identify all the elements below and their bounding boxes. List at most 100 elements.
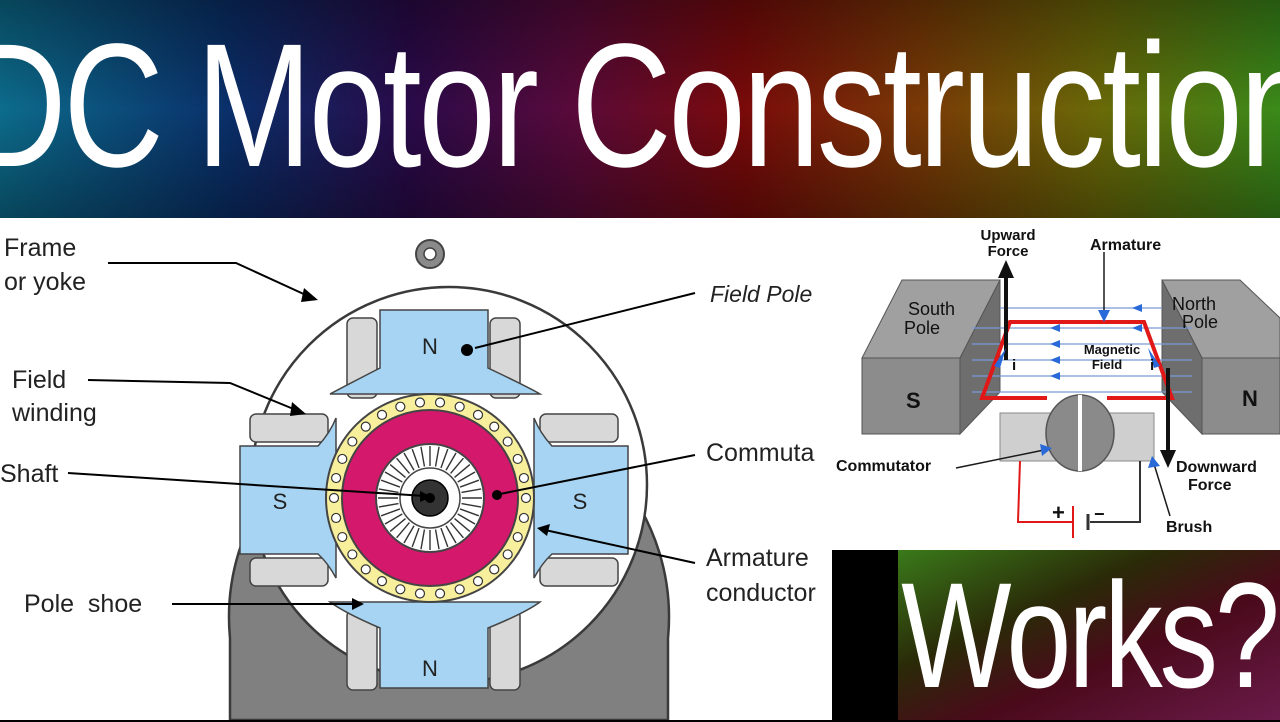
field-winding-label-2: winding — [11, 399, 97, 427]
field-pole-north-top — [329, 309, 543, 399]
armature-conductor — [414, 588, 426, 599]
commutator-segment — [396, 522, 410, 539]
commutator-segment — [440, 527, 449, 548]
armature-conductor — [328, 492, 340, 504]
commutator-segment — [380, 479, 401, 488]
current-arrow-right — [1148, 348, 1160, 368]
label-pointers — [955, 252, 1171, 517]
commutator-label: Commutator — [836, 458, 931, 475]
current-label-left: i — [1012, 357, 1016, 374]
field-winding-label-1: Field — [12, 366, 66, 394]
commutator-segment — [457, 471, 476, 483]
armature-conductor — [330, 512, 342, 524]
commutator-segment — [434, 529, 440, 550]
commutator-segment — [445, 525, 457, 544]
field-pole-south-right — [533, 413, 629, 587]
downward-force-label-1: Downward — [1176, 459, 1257, 476]
dc-motor-construction-diagram: N N S S Frame or yoke Field winding Shaf… — [0, 234, 816, 720]
armature-conductor — [376, 576, 388, 587]
armature-conductor — [502, 436, 513, 447]
pole-n-top-label: N — [422, 334, 438, 359]
armature-conductors — [328, 397, 532, 599]
commutator-segment — [459, 479, 480, 488]
armature-conductor — [360, 421, 371, 432]
commutator-segment — [403, 452, 415, 471]
pole-n-bottom-label: N — [422, 656, 438, 681]
commutator-segment — [384, 513, 403, 525]
armature-conductor — [330, 472, 342, 484]
shaft-label: Shaft — [0, 460, 58, 488]
armature-conductor — [347, 549, 358, 560]
armature-conductor — [520, 492, 532, 504]
page-title: DC Motor Construction — [0, 8, 1280, 204]
armature-conductor — [414, 397, 426, 408]
commutator-segment — [459, 508, 480, 517]
magnetic-field-label-2: Field — [1092, 357, 1122, 372]
current-label-right: i — [1150, 357, 1154, 374]
works-question: Works? — [901, 550, 1280, 719]
upward-force-label-2: Force — [988, 243, 1029, 260]
upward-force-label-1: Upward — [980, 227, 1035, 244]
dc-motor-working-diagram: Upward Force Armature South Pole North P… — [836, 227, 1280, 538]
frame-label-1: Frame — [4, 234, 76, 262]
commutator-segment — [411, 448, 420, 469]
armature-conductor-label-2: conductor — [706, 579, 816, 607]
armature-conductor — [337, 453, 348, 465]
external-circuit — [1016, 460, 1141, 523]
armature-conductor — [337, 531, 348, 543]
commutator-segment — [396, 457, 410, 474]
s-letter: S — [906, 388, 921, 413]
commutator-segment — [434, 446, 440, 467]
armature-conductor — [489, 421, 500, 432]
commutator-segment — [384, 471, 403, 483]
armature-conductor — [512, 453, 523, 465]
armature-conductor — [502, 549, 513, 560]
leader-lines — [67, 262, 696, 605]
north-pole-label-2: Pole — [1182, 312, 1218, 332]
commutator-segment — [411, 527, 420, 548]
pole-shoe-label: Pole shoe — [24, 590, 142, 618]
south-pole-label-2: Pole — [904, 318, 940, 338]
magnetic-field-label-1: Magnetic — [1084, 342, 1140, 357]
commutator-segment — [380, 508, 401, 517]
downward-force-label-2: Force — [1188, 477, 1232, 494]
commutator-segment — [378, 488, 399, 494]
armature-conductor — [518, 472, 530, 484]
commutator-segments — [378, 446, 482, 550]
south-pole-magnet — [861, 279, 1001, 436]
leader-arrowheads — [290, 288, 550, 610]
frame-label-2: or yoke — [4, 268, 86, 296]
n-letter: N — [1242, 386, 1258, 411]
armature-conductor — [347, 436, 358, 447]
commutator-segment — [440, 448, 449, 469]
commutator-segment — [457, 513, 476, 525]
current-arrow-left — [994, 348, 1006, 368]
armature-conductor — [360, 564, 371, 575]
commutator-segment — [389, 464, 406, 478]
commutator-segment — [454, 464, 471, 478]
armature-conductor — [376, 409, 388, 420]
armature-conductor — [434, 397, 446, 408]
field-pole-label: Field Pole — [710, 281, 812, 307]
armature-conductor — [518, 512, 530, 524]
commutator-segment — [378, 502, 399, 508]
armature-conductor — [472, 409, 484, 420]
commutator-segment — [454, 518, 471, 532]
battery-plus-label: + — [1052, 500, 1065, 525]
armature-conductor — [512, 531, 523, 543]
brush-label: Brush — [1166, 519, 1212, 536]
pole-s-left-label: S — [273, 489, 288, 514]
commutator-segment — [461, 502, 482, 508]
armature-conductor — [454, 584, 465, 595]
commutator-segment — [420, 446, 426, 467]
armature-conductor — [454, 401, 465, 412]
armature-conductor — [434, 588, 446, 599]
field-pole-north-bottom — [327, 601, 543, 691]
armature-conductor — [395, 584, 406, 595]
armature-label: Armature — [1090, 237, 1161, 254]
armature-conductor — [489, 564, 500, 575]
pole-s-right-label: S — [573, 489, 588, 514]
commutator-segment — [450, 457, 464, 474]
commutator-segment — [403, 525, 415, 544]
north-pole-label-1: North — [1172, 294, 1216, 314]
